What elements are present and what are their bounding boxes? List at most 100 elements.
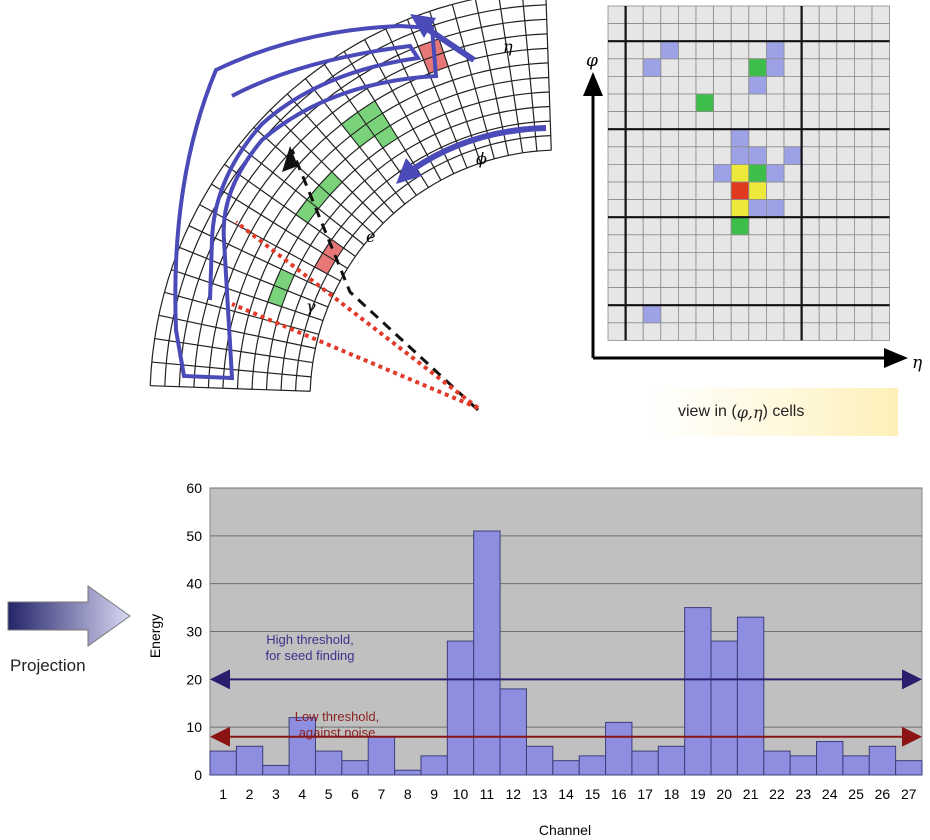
bar-channel-26: [868, 745, 897, 776]
x-tick-label: 24: [822, 786, 838, 802]
bar-channel-14: [552, 760, 580, 776]
bar-channel-17: [631, 750, 659, 776]
detector-spoke-line: [154, 337, 313, 364]
detector-spoke-line: [498, 0, 524, 153]
grid-axes: [583, 72, 908, 368]
view-caption-suffix: ) cells: [762, 403, 805, 420]
x-tick-label: 21: [743, 786, 759, 802]
x-tick-label: 27: [901, 786, 917, 802]
grid-cell-green: [695, 93, 715, 113]
detector-spoke-line: [179, 246, 329, 308]
x-tick-label: 22: [769, 786, 785, 802]
inner-window-outline: [208, 43, 422, 301]
detector-spoke-line: [474, 0, 509, 156]
x-tick-label: 8: [404, 786, 412, 802]
x-tick-label: 16: [611, 786, 627, 802]
grid-cell-blue: [766, 58, 785, 77]
x-tick-label: 19: [690, 786, 706, 802]
grid-cell-blue: [748, 76, 767, 95]
calorimeter-hit-cells: [267, 38, 449, 308]
bar-channel-7: [367, 736, 396, 776]
eta-direction-arrow: [410, 14, 476, 63]
grid-cell-blue: [642, 58, 662, 77]
x-tick-label: 9: [430, 786, 438, 802]
projection-indicator: Projection: [6, 584, 136, 694]
bar-channel-6: [341, 760, 369, 776]
bar-channel-23: [789, 755, 818, 776]
projection-label: Projection: [10, 656, 86, 675]
phi-axis-label: φ: [586, 51, 598, 71]
detector-spoke-line: [238, 144, 365, 246]
x-tick-label: 11: [480, 786, 495, 802]
detector-spoke-line: [164, 291, 319, 335]
detector-hit-cell: [322, 238, 345, 262]
phi-axis-arrowhead: [583, 72, 603, 96]
bar-channel-8: [394, 769, 422, 776]
detector-hit-cell: [273, 268, 295, 292]
x-tick-label: 6: [351, 786, 359, 802]
x-tick-label: 18: [664, 786, 680, 802]
x-tick-label: 12: [505, 786, 521, 802]
x-tick-label: 1: [219, 786, 227, 802]
detector-spoke-line: [253, 126, 374, 235]
electron-label: e: [366, 227, 375, 246]
x-tick-label: 7: [378, 786, 386, 802]
detector-spoke-line: [158, 314, 316, 349]
bar-channel-3: [262, 764, 290, 776]
photon-label: γ: [306, 297, 316, 316]
bar-channel-9: [420, 755, 448, 776]
y-tick-label: 40: [186, 576, 202, 592]
y-tick-label: 60: [186, 480, 202, 496]
cluster-window-outlines: [173, 23, 439, 381]
x-tick-label: 15: [585, 786, 601, 802]
view-caption-prefix: view in (: [678, 403, 737, 420]
detector-hit-cell: [318, 171, 343, 196]
y-axis-title: Energy: [147, 614, 163, 658]
view-caption-symbols: φ,η: [736, 402, 763, 422]
bar-channel-19: [684, 607, 712, 776]
detector-spoke-line: [171, 269, 324, 322]
x-tick-label: 26: [875, 786, 891, 802]
x-tick-label: 25: [848, 786, 864, 802]
cell-grid: [607, 5, 891, 341]
bar-channel-22: [763, 750, 791, 776]
x-tick-label: 4: [298, 786, 306, 802]
bar-channel-21: [736, 616, 765, 776]
detector-hit-cell: [357, 100, 384, 125]
low-threshold-label: Low threshold, against noise: [272, 709, 402, 741]
phi-eta-cell-view: φ η: [583, 5, 923, 373]
calorimeter-cell-grid: [149, 0, 552, 392]
bar-channel-13: [525, 745, 554, 776]
detector-spoke-line: [286, 93, 395, 214]
x-axis-title: Channel: [539, 822, 591, 838]
low-threshold-text: Low threshold, against noise: [294, 709, 380, 740]
particle-tracks: [231, 146, 480, 412]
bar-channel-11: [473, 530, 501, 776]
x-tick-label: 2: [246, 786, 254, 802]
photon-track-2: [234, 220, 480, 410]
bar-channel-5: [314, 750, 343, 776]
bar-channel-10: [446, 640, 475, 776]
bar-channel-12: [499, 688, 527, 776]
y-tick-label: 30: [186, 624, 202, 640]
phi-label-detector: ϕ: [476, 149, 487, 168]
x-tick-label: 13: [532, 786, 548, 802]
bar-channel-27: [895, 760, 923, 776]
detector-spoke-line: [522, 0, 538, 152]
y-tick-label: 0: [194, 767, 202, 783]
x-tick-label: 3: [272, 786, 280, 802]
high-threshold-text: High threshold, for seed finding: [265, 632, 355, 663]
eta-axis-label: η: [912, 353, 923, 373]
electron-arrowhead: [282, 146, 298, 172]
calorimeter-detector-diagram: η ϕ e γ: [149, 0, 552, 412]
bar-channel-16: [605, 721, 633, 776]
bar-channel-25: [842, 755, 870, 776]
y-tick-label: 50: [186, 528, 202, 544]
y-tick-label: 10: [186, 719, 202, 735]
x-tick-label: 10: [453, 786, 469, 802]
grid-cell-blue: [766, 163, 785, 183]
x-tick-label: 17: [637, 786, 653, 802]
